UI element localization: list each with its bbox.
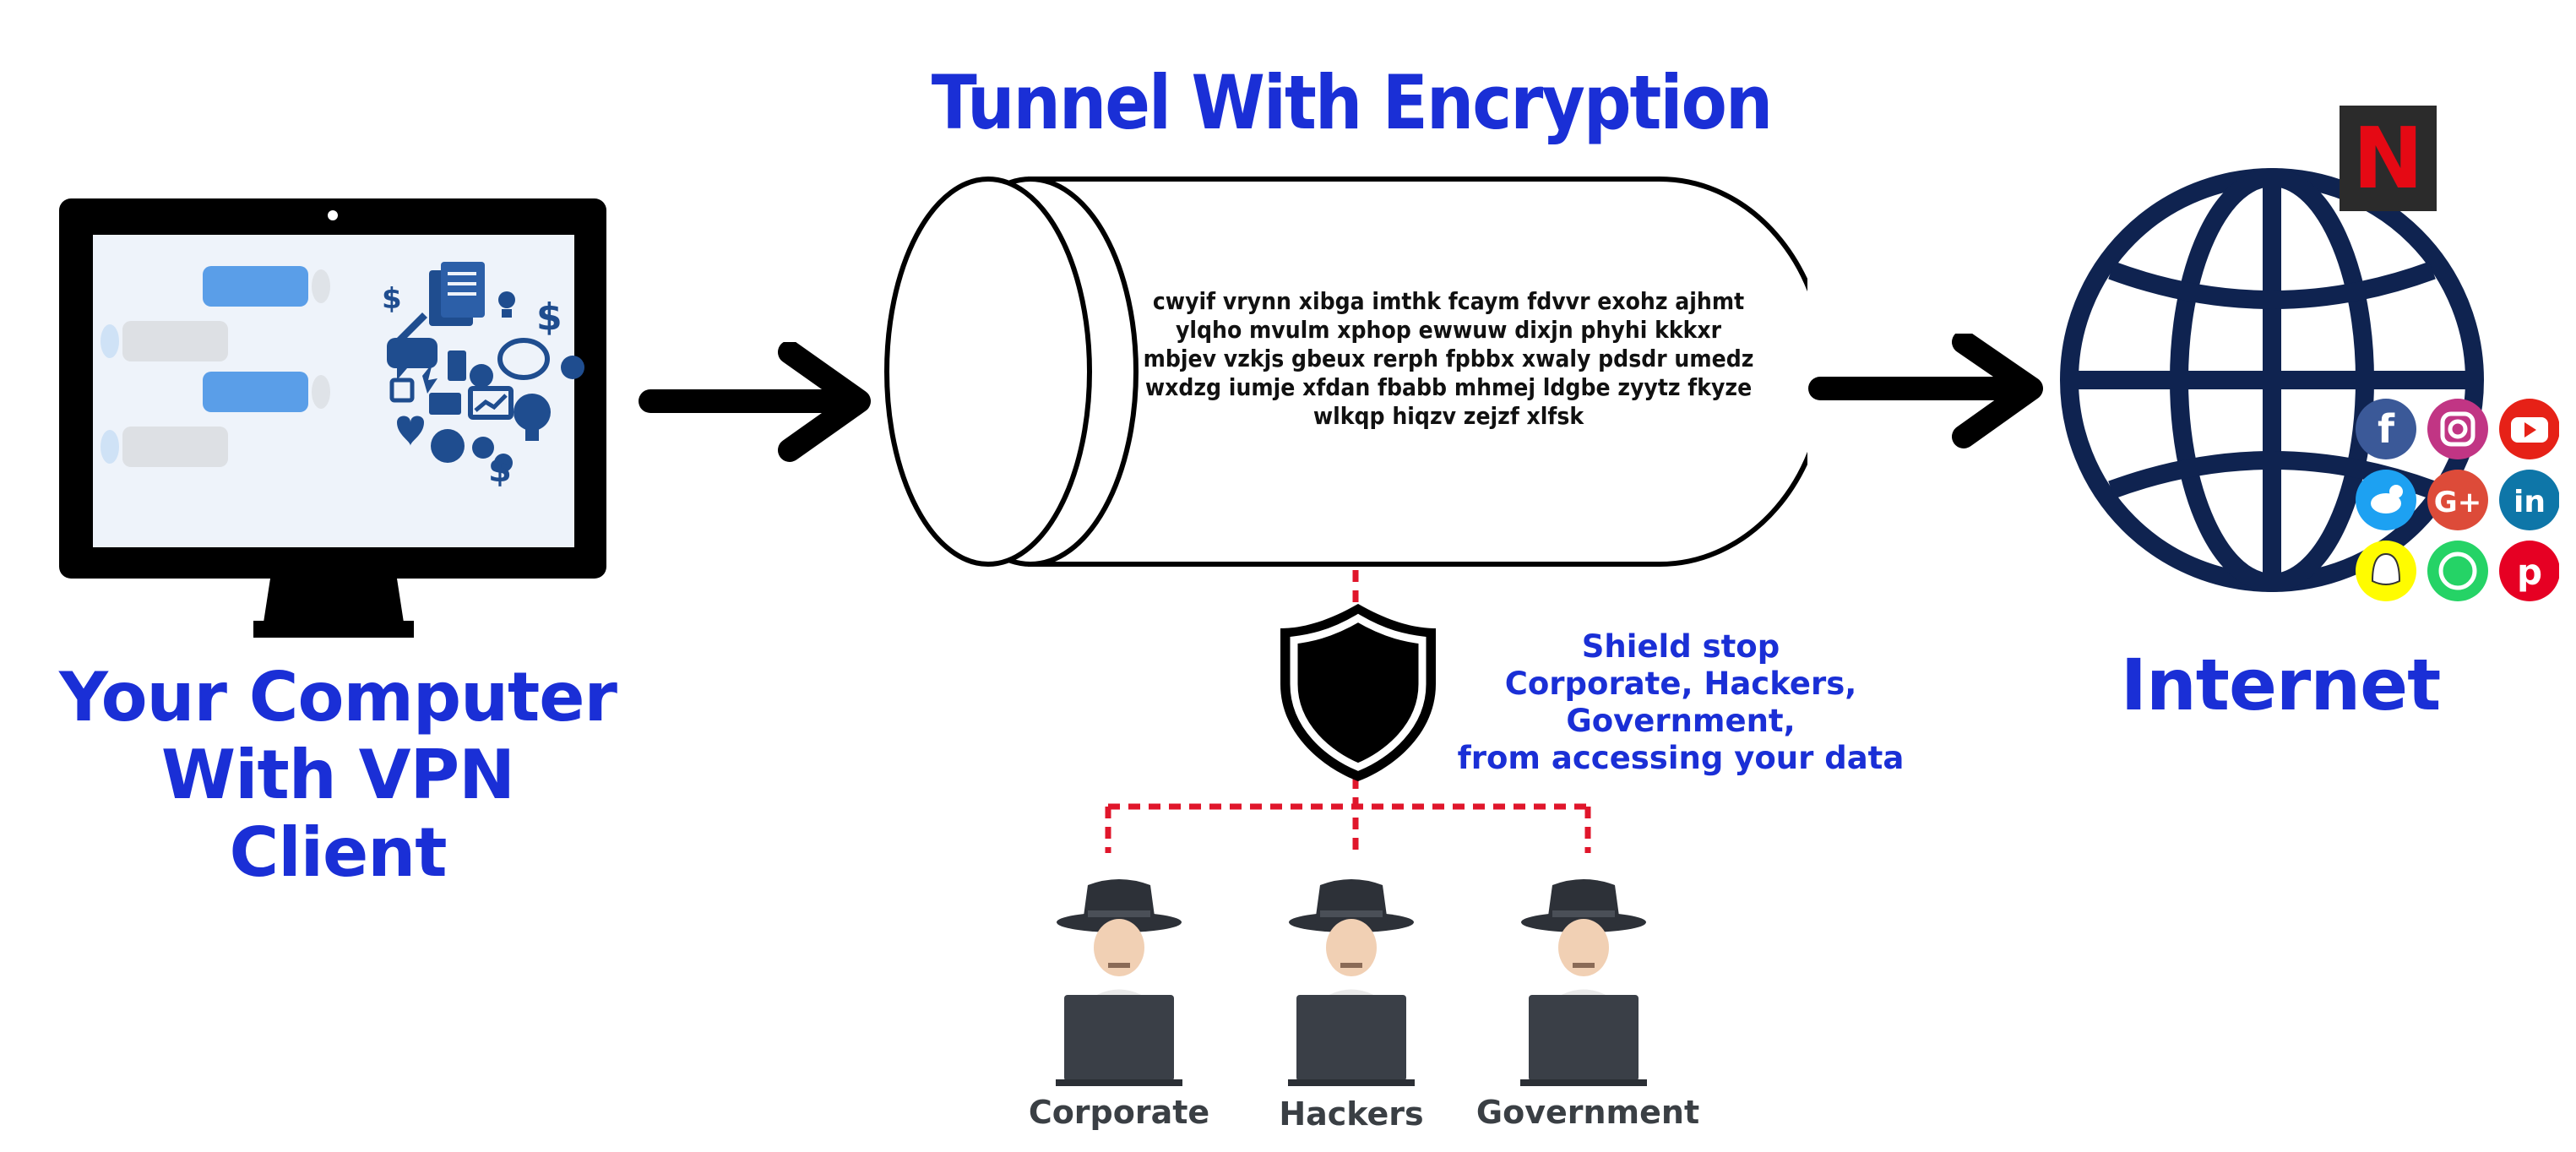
svg-text:G+: G+ bbox=[2434, 486, 2481, 519]
facebook-icon: f bbox=[2356, 399, 2416, 459]
government-label: Government bbox=[1475, 1094, 1700, 1131]
computer-monitor: $ $ $ bbox=[59, 198, 606, 638]
government-person-icon bbox=[1520, 879, 1647, 1086]
shield-note-line1: Shield stop bbox=[1581, 628, 1780, 665]
shield-connector-lines bbox=[1105, 570, 1591, 853]
netflix-letter: N bbox=[2352, 109, 2424, 208]
svg-text:$: $ bbox=[536, 296, 562, 339]
corporate-person-icon bbox=[1056, 879, 1182, 1086]
snapchat-icon bbox=[2356, 541, 2416, 601]
tunnel-title: Tunnel With Encryption bbox=[931, 59, 1774, 146]
shield-note-line3: from accessing your data bbox=[1457, 740, 1905, 776]
arrow-right-icon bbox=[639, 342, 871, 462]
youtube-icon bbox=[2499, 399, 2559, 459]
encrypted-cipher-text: cwyif vrynn xibga imthk fcaym fdvvr exoh… bbox=[1143, 287, 1754, 430]
linkedin-icon: in bbox=[2499, 470, 2559, 530]
svg-text:in: in bbox=[2514, 485, 2546, 519]
encryption-tunnel bbox=[884, 177, 1807, 567]
globe-icon bbox=[2060, 168, 2484, 592]
social-icons-grid: f G+ in p bbox=[2356, 399, 2559, 601]
shield-note: Shield stop Corporate, Hackers, Governme… bbox=[1419, 628, 1943, 777]
hackers-label: Hackers bbox=[1279, 1095, 1424, 1133]
svg-text:$: $ bbox=[382, 282, 402, 316]
computer-title-line1: Your Computer bbox=[58, 658, 617, 736]
google-plus-icon: G+ bbox=[2427, 470, 2488, 530]
netflix-icon: N bbox=[2340, 106, 2437, 211]
corporate-label: Corporate bbox=[1028, 1094, 1210, 1131]
whatsapp-icon bbox=[2427, 541, 2488, 601]
instagram-icon bbox=[2427, 399, 2488, 459]
svg-text:$: $ bbox=[488, 451, 512, 490]
twitter-icon bbox=[2356, 470, 2416, 530]
computer-title-line2: With VPN Client bbox=[160, 736, 515, 892]
chat-bubbles-icon bbox=[101, 266, 330, 467]
shield-note-line2: Corporate, Hackers, Government, bbox=[1504, 666, 1857, 739]
svg-text:p: p bbox=[2517, 552, 2542, 593]
internet-title: Internet bbox=[2120, 644, 2442, 726]
svg-text:f: f bbox=[2378, 406, 2395, 452]
arrow-right-icon bbox=[1808, 334, 2043, 448]
pinterest-icon: p bbox=[2499, 541, 2559, 601]
shield-icon bbox=[1280, 604, 1436, 781]
hacker-person-icon bbox=[1288, 879, 1415, 1086]
business-icons-cluster: $ $ $ bbox=[382, 262, 584, 490]
computer-title: Your Computer With VPN Client bbox=[51, 659, 625, 892]
